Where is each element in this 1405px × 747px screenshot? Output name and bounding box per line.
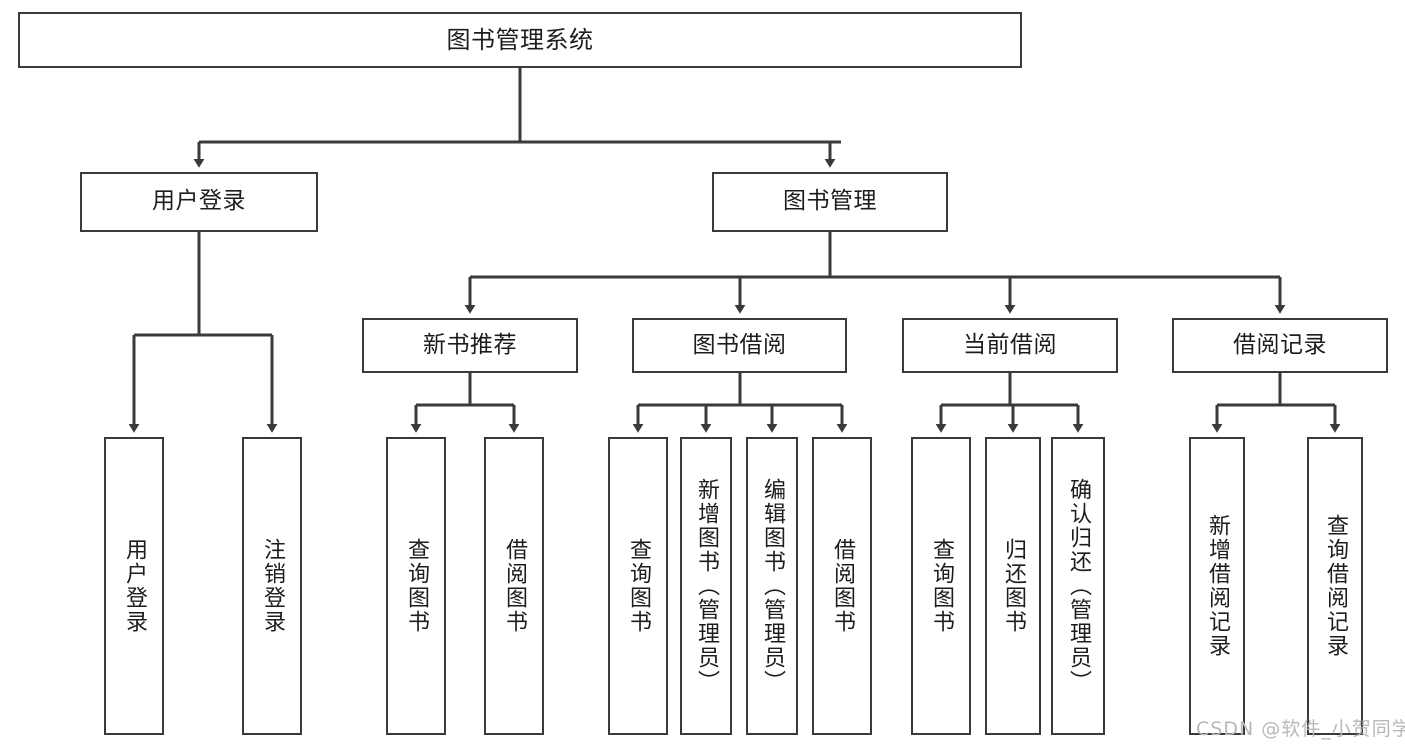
node-leaf-user-login[interactable]: 用户登录 bbox=[104, 437, 164, 735]
node-leaf-edit-book[interactable]: 编辑图书（管理员） bbox=[746, 437, 798, 735]
node-leaf-confirm-return-label: 确认归还（管理员） bbox=[1066, 478, 1091, 694]
node-book-borrow-label: 图书借阅 bbox=[692, 331, 787, 358]
node-leaf-add-record[interactable]: 新增借阅记录 bbox=[1189, 437, 1245, 735]
node-leaf-borrow-book-a-label: 借阅图书 bbox=[502, 538, 527, 634]
node-leaf-query-record[interactable]: 查询借阅记录 bbox=[1307, 437, 1363, 735]
node-borrow-record-label: 借阅记录 bbox=[1233, 331, 1327, 358]
node-leaf-borrow-book-b[interactable]: 借阅图书 bbox=[812, 437, 872, 735]
node-leaf-user-login-label: 用户登录 bbox=[122, 538, 147, 634]
node-book-borrow[interactable]: 图书借阅 bbox=[632, 318, 847, 373]
node-leaf-query-book-a-label: 查询图书 bbox=[404, 538, 429, 634]
csdn-watermark: CSDN @软件_小贺同学 bbox=[1196, 718, 1405, 740]
node-user-login[interactable]: 用户登录 bbox=[80, 172, 318, 232]
node-borrow-record[interactable]: 借阅记录 bbox=[1172, 318, 1388, 373]
node-leaf-query-record-label: 查询借阅记录 bbox=[1323, 514, 1348, 658]
node-leaf-query-book-b[interactable]: 查询图书 bbox=[608, 437, 668, 735]
node-current-borrow[interactable]: 当前借阅 bbox=[902, 318, 1118, 373]
node-leaf-borrow-book-a[interactable]: 借阅图书 bbox=[484, 437, 544, 735]
node-leaf-query-book-c[interactable]: 查询图书 bbox=[911, 437, 971, 735]
node-leaf-add-book[interactable]: 新增图书（管理员） bbox=[680, 437, 732, 735]
node-book-management[interactable]: 图书管理 bbox=[712, 172, 948, 232]
node-leaf-query-book-c-label: 查询图书 bbox=[929, 538, 954, 634]
node-leaf-query-book-a[interactable]: 查询图书 bbox=[386, 437, 446, 735]
node-leaf-borrow-book-b-label: 借阅图书 bbox=[830, 538, 855, 634]
node-leaf-query-book-b-label: 查询图书 bbox=[626, 538, 651, 634]
node-leaf-user-logout-label: 注销登录 bbox=[260, 538, 285, 634]
node-new-book-recommend[interactable]: 新书推荐 bbox=[362, 318, 578, 373]
node-leaf-confirm-return[interactable]: 确认归还（管理员） bbox=[1051, 437, 1105, 735]
node-current-borrow-label: 当前借阅 bbox=[963, 331, 1057, 358]
node-leaf-edit-book-label: 编辑图书（管理员） bbox=[760, 478, 785, 694]
node-leaf-user-logout[interactable]: 注销登录 bbox=[242, 437, 302, 735]
node-root-label: 图书管理系统 bbox=[446, 25, 594, 54]
node-leaf-return-book-label: 归还图书 bbox=[1001, 538, 1026, 634]
node-root[interactable]: 图书管理系统 bbox=[18, 12, 1022, 68]
node-leaf-add-record-label: 新增借阅记录 bbox=[1205, 514, 1230, 658]
node-new-book-recommend-label: 新书推荐 bbox=[423, 331, 517, 358]
node-leaf-add-book-label: 新增图书（管理员） bbox=[694, 478, 719, 694]
node-leaf-return-book[interactable]: 归还图书 bbox=[985, 437, 1041, 735]
node-user-login-label: 用户登录 bbox=[152, 188, 246, 215]
node-book-management-label: 图书管理 bbox=[783, 188, 877, 215]
